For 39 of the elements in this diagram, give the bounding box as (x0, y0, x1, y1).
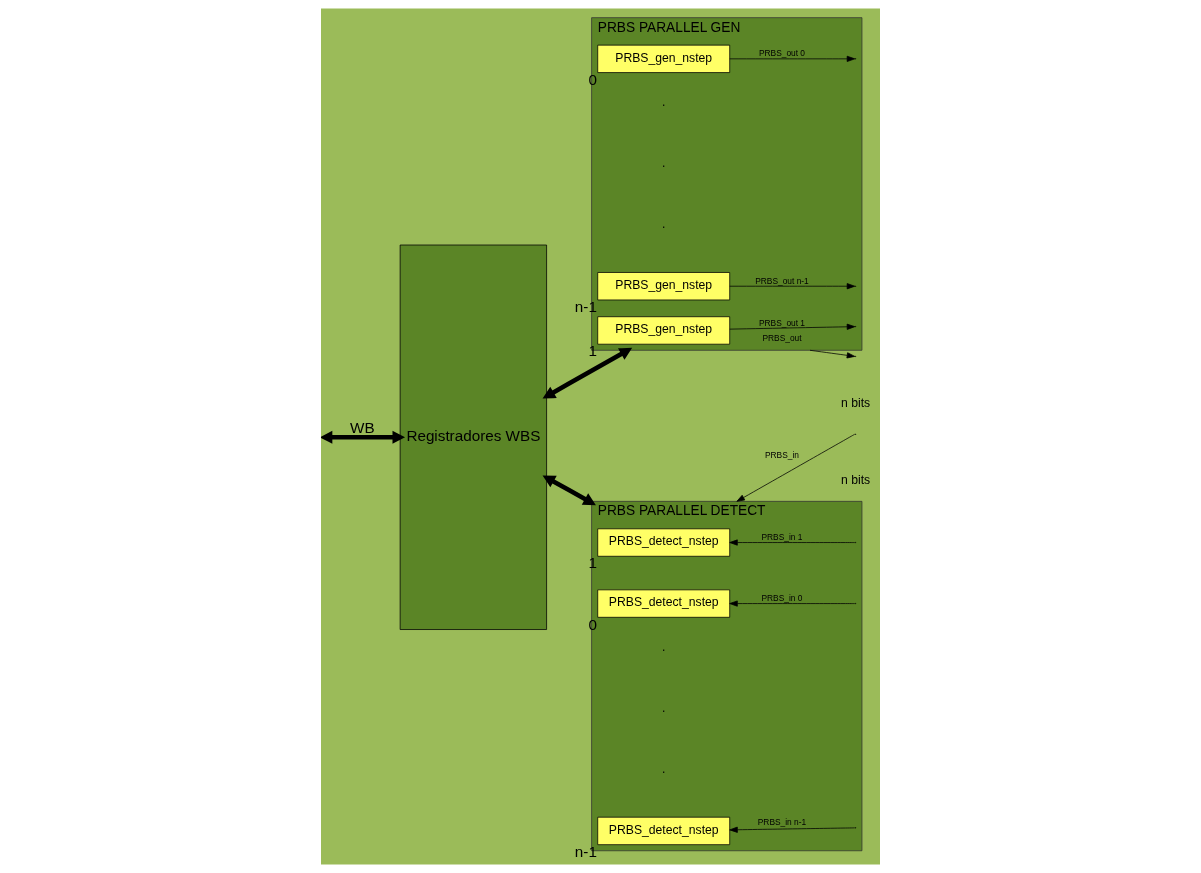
arrow (729, 283, 856, 290)
node-label: 0 (588, 615, 598, 633)
edge-label: PRBS_in (764, 450, 799, 461)
node-label: 0 (588, 70, 598, 88)
label: . (662, 95, 666, 110)
node-box: PRBS_detect_nstep (597, 816, 731, 846)
arrow (729, 600, 856, 607)
edge-label: PRBS_out n-1 (755, 275, 809, 286)
edge-label: PRBS_out 1 (758, 317, 806, 328)
node-box: PRBS_gen_nstep (597, 272, 731, 301)
label: . (662, 156, 666, 171)
arrow (736, 433, 856, 502)
node-label: 1 (588, 554, 598, 572)
edge-label: PRBS_in 0 (761, 593, 803, 604)
label: . (662, 761, 666, 776)
label: . (662, 217, 666, 232)
arrow (729, 826, 856, 833)
node-box: Registradores WBS (399, 244, 547, 630)
node-label: 1 (588, 342, 598, 360)
arrow (729, 55, 856, 62)
arrow (729, 539, 856, 546)
edge-label: PRBS_out 0 (758, 48, 806, 59)
node-box: PRBS_detect_nstep (597, 528, 731, 557)
arrow (809, 349, 856, 359)
arrow (729, 323, 856, 330)
node-box: PRBS_gen_nstep (597, 44, 731, 73)
edge-label: WB (350, 418, 375, 436)
label: . (662, 700, 666, 715)
node-box: PRBS_detect_nstep (597, 589, 731, 618)
edge-label: PRBS_in 1 (761, 532, 803, 543)
edge-label: PRBS_out (762, 332, 802, 343)
label: n bits (841, 473, 871, 488)
label: n bits (841, 395, 871, 410)
node-label: n-1 (574, 298, 597, 316)
edge-label: PRBS_in n-1 (757, 817, 807, 828)
arrow (542, 347, 633, 399)
node-box: PRBS_gen_nstep (597, 316, 731, 345)
label: . (662, 639, 666, 654)
arrow (542, 475, 596, 506)
